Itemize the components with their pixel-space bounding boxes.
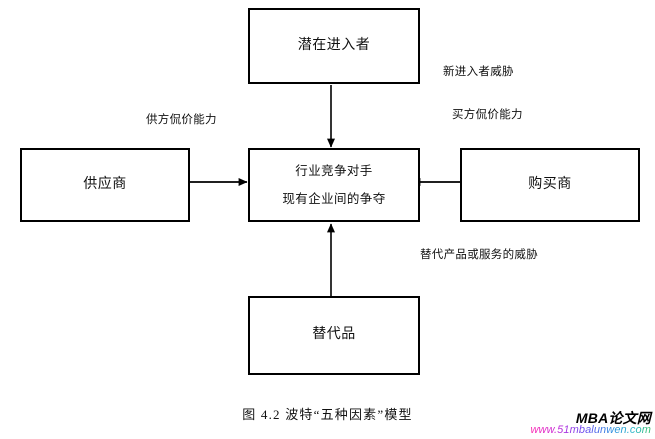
node-potential-entrants-label: 潜在进入者 [297,37,371,53]
node-buyers-label: 购买商 [528,176,572,192]
edge-label-new-entrant-threat: 新进入者威胁 [443,66,514,78]
node-substitutes-label: 替代品 [312,327,356,343]
edge-label-buyer-bargaining-power: 买方侃价能力 [452,109,523,121]
node-industry-rivalry-label-line1: 行业竞争对手 [295,164,373,179]
watermark: MBA论文网 www.51mbalunwen.com [530,411,651,437]
node-suppliers: 供应商 [20,148,190,222]
watermark-url: www.51mbalunwen.com [530,424,651,437]
node-buyers: 购买商 [460,148,640,222]
figure-caption: 图 4.2 波特“五种因素”模型 [242,407,413,422]
watermark-title: MBA论文网 [575,409,651,426]
node-potential-entrants: 潜在进入者 [248,8,420,84]
edge-label-substitute-threat: 替代产品或服务的威胁 [420,249,538,261]
node-suppliers-label: 供应商 [83,176,127,192]
edge-label-supplier-bargaining-power: 供方侃价能力 [146,114,217,126]
node-industry-rivalry-label-line2: 现有企业间的争夺 [282,191,386,206]
node-substitutes: 替代品 [248,296,420,375]
node-industry-rivalry: 行业竞争对手 现有企业间的争夺 [248,148,420,222]
